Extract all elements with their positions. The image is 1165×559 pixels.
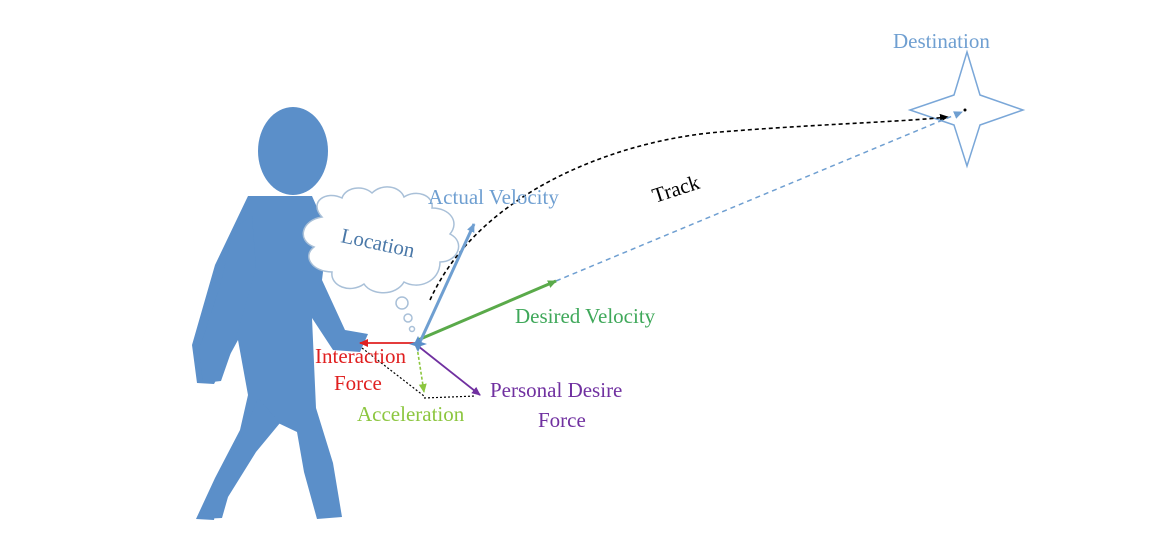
interaction-force-label-line1: Interaction [315,344,406,368]
destination-point [963,108,967,112]
personal-desire-force-label-line1: Personal Desire [490,378,622,402]
parallelogram-edge-left [361,347,425,397]
thought-bubble-small [408,325,416,333]
thought-cloud-icon [302,186,460,333]
interaction-force-label-line2: Force [334,371,382,395]
thought-bubble-medium [403,313,413,323]
desired-direction-line [555,111,963,282]
acceleration-label: Acceleration [357,402,465,426]
person-walking-icon [192,107,368,520]
person-head [258,107,328,195]
track-path [429,113,949,301]
person-back-arm [199,216,256,383]
four-point-star-icon [907,49,1026,169]
destination-star [907,49,1026,169]
pedestrian-position-icon [409,336,427,352]
destination-label: Destination [893,29,990,53]
desired-velocity-arrow [417,279,557,342]
actual-velocity-label: Actual Velocity [428,185,559,209]
personal-desire-force-arrow [417,345,481,396]
track-label: Track [649,170,703,208]
thought-bubble-large [395,296,409,310]
desired-velocity-label: Desired Velocity [515,304,656,328]
parallelogram-edge-bottom [423,395,477,399]
actual-velocity-arrow [418,223,476,343]
personal-desire-force-label-line2: Force [538,408,586,432]
acceleration-arrow [416,346,427,393]
cloud-shape [302,186,460,294]
person-back-leg [200,398,280,519]
